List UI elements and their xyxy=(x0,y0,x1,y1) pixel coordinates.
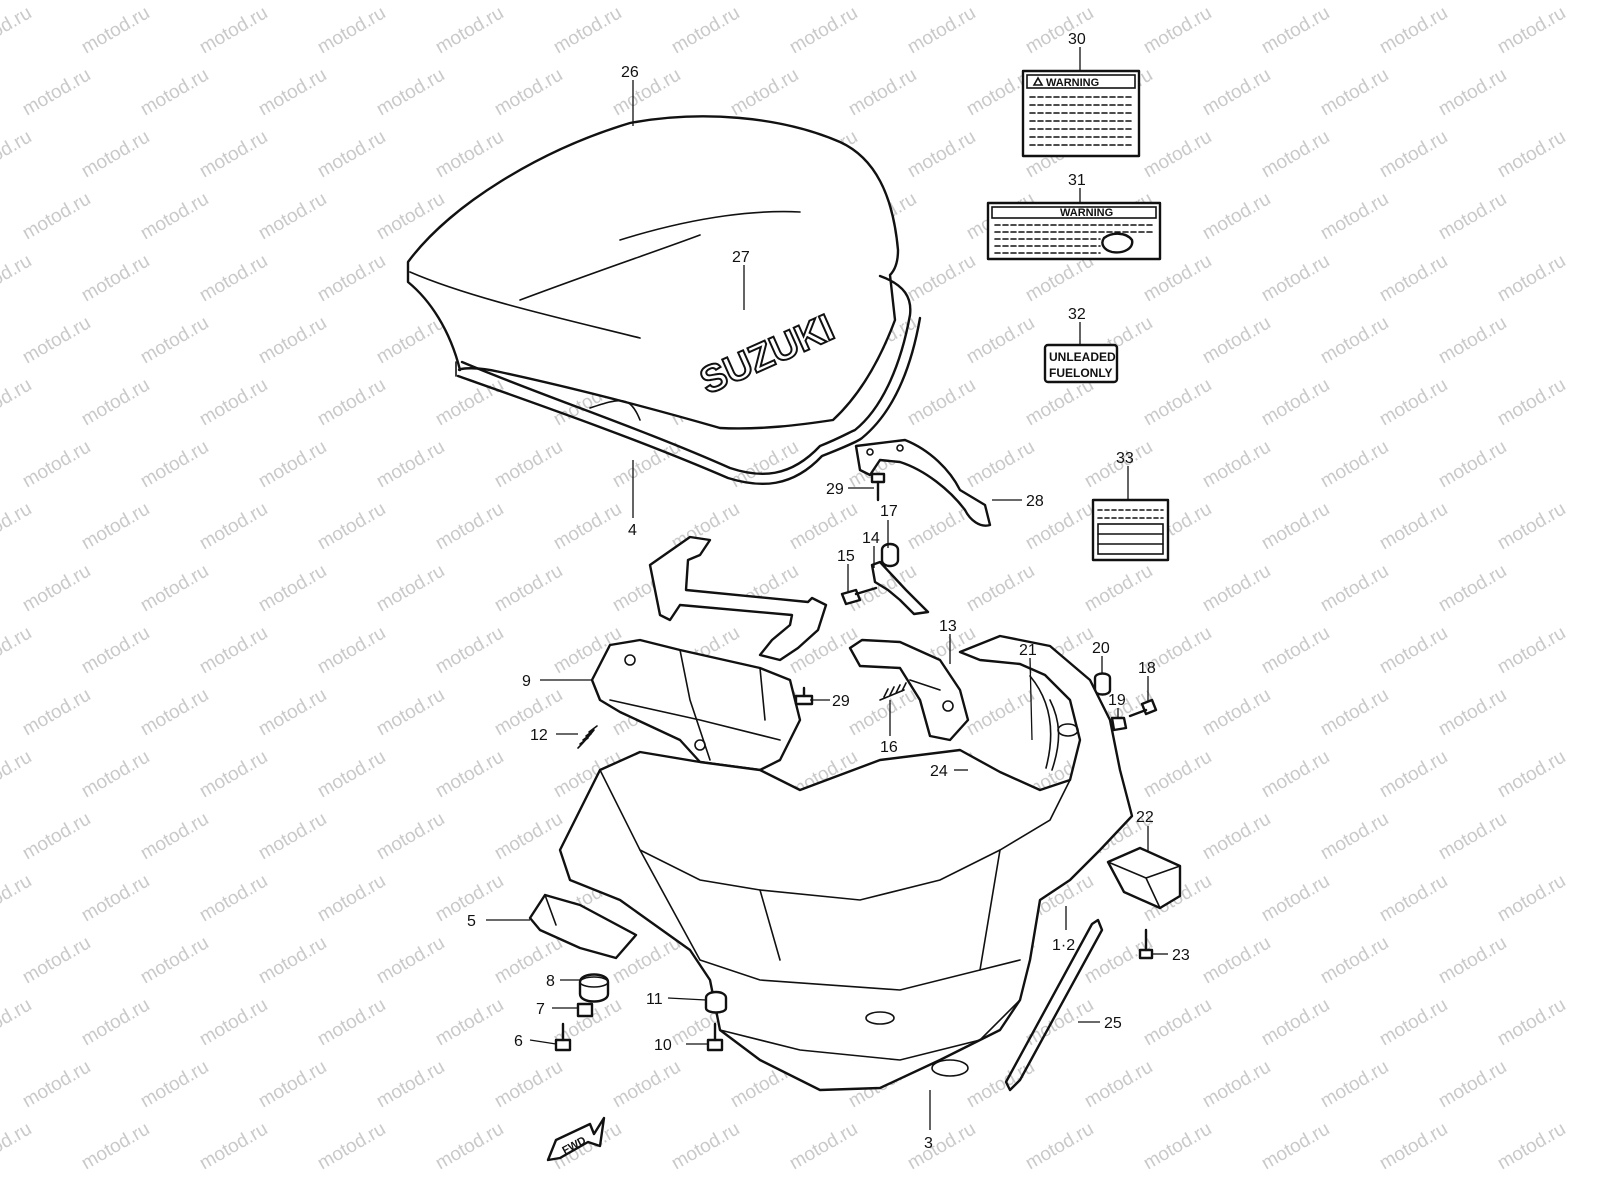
callout-15: 15 xyxy=(837,548,855,565)
part-seal-strip xyxy=(455,274,922,486)
part-screw-18 xyxy=(1128,698,1158,718)
part-bracket-5 xyxy=(528,893,638,960)
callout-14: 14 xyxy=(862,530,880,547)
callout-17: 17 xyxy=(880,503,898,520)
part-latch-13 xyxy=(848,638,970,742)
callout-1-2: 1·2 xyxy=(1052,937,1075,954)
callout-9: 9 xyxy=(522,673,531,690)
part-screw-29a xyxy=(870,472,886,502)
callout-30: 30 xyxy=(1068,31,1086,48)
callout-26: 26 xyxy=(621,64,639,81)
warning-title-30: WARNING xyxy=(1046,77,1099,89)
part-nut-17 xyxy=(880,542,900,568)
callout-19: 19 xyxy=(1108,692,1126,709)
part-trim-strip-25 xyxy=(1004,918,1104,1092)
callout-24: 24 xyxy=(930,763,948,780)
callout-29-top: 29 xyxy=(826,481,844,498)
callout-20: 20 xyxy=(1092,640,1110,657)
callout-13: 13 xyxy=(939,618,957,635)
part-clip-14 xyxy=(870,560,930,616)
part-collar-7 xyxy=(576,1002,594,1018)
fuel-line-1: UNLEADED xyxy=(1049,350,1116,364)
callout-27: 27 xyxy=(732,249,750,266)
callout-21: 21 xyxy=(1019,642,1037,659)
part-grommet-11 xyxy=(704,990,728,1014)
callout-18: 18 xyxy=(1138,660,1156,677)
callout-31: 31 xyxy=(1068,172,1086,189)
fuel-line-2: FUELONLY xyxy=(1049,366,1113,380)
part-bracket-28 xyxy=(854,438,992,527)
part-nut-19 xyxy=(1110,716,1128,732)
callout-28: 28 xyxy=(1026,493,1044,510)
part-bolt-15 xyxy=(840,586,878,606)
callout-3: 3 xyxy=(924,1135,933,1152)
decal-33 xyxy=(1091,498,1170,562)
callout-29-mid: 29 xyxy=(832,693,850,710)
part-bracket-22 xyxy=(1106,846,1182,910)
callout-6: 6 xyxy=(514,1033,523,1050)
part-bolt-10 xyxy=(706,1022,724,1052)
warning-title-31: WARNING xyxy=(1060,207,1113,219)
callout-16: 16 xyxy=(880,739,898,756)
callout-11: 11 xyxy=(646,991,663,1008)
callout-12: 12 xyxy=(530,727,548,744)
callout-10: 10 xyxy=(654,1037,672,1054)
decal-warning-31: WARNING xyxy=(986,201,1162,261)
callout-5: 5 xyxy=(467,913,476,930)
part-cushion-8 xyxy=(578,973,610,1003)
callout-4: 4 xyxy=(628,522,637,539)
part-main-body xyxy=(558,634,1134,1092)
callout-8: 8 xyxy=(546,973,555,990)
callout-32: 32 xyxy=(1068,306,1086,323)
callout-33: 33 xyxy=(1116,450,1134,467)
part-rear-cover xyxy=(406,115,900,430)
part-spring-16 xyxy=(879,682,907,701)
callout-22: 22 xyxy=(1136,809,1154,826)
callout-23: 23 xyxy=(1172,947,1190,964)
decal-warning-30: WARNING xyxy=(1021,69,1141,158)
part-bolt-23 xyxy=(1138,928,1154,960)
callouts: 26 27 4 30 31 32 33 29 28 17 14 15 13 21… xyxy=(467,31,1190,1152)
decal-fuel-32: UNLEADED FUELONLY xyxy=(1043,343,1119,384)
fwd-arrow: FWD xyxy=(546,1116,606,1162)
part-spring-12 xyxy=(577,725,598,749)
part-screw-29b xyxy=(794,686,814,706)
part-bolt-6 xyxy=(554,1022,572,1052)
part-hinge-frame-9 xyxy=(590,535,828,772)
callout-25: 25 xyxy=(1104,1015,1122,1032)
leader-lines xyxy=(486,47,1168,1130)
callout-7: 7 xyxy=(536,1001,545,1018)
